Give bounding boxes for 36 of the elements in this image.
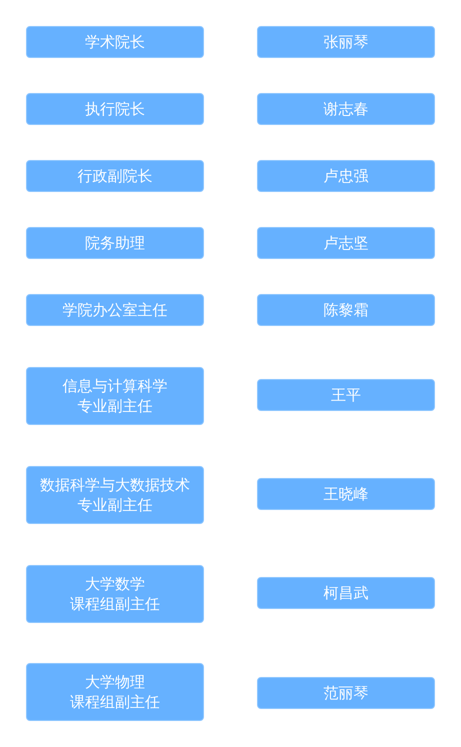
person-name: 卢志坚 [324,233,368,253]
person-name: 范丽琴 [324,683,368,703]
position-card [26,565,204,623]
position-card [26,160,204,192]
person-name: 王平 [331,385,361,405]
person-name: 陈黎霜 [324,300,368,320]
person-name: 王晓峰 [324,484,368,504]
position-title: 学院办公室主任 [62,300,168,320]
position-title: 数据科学与大数据技术专业副主任 [40,475,190,515]
person-name: 谢志春 [324,99,368,119]
position-title: 大学数学课程组副主任 [70,574,160,614]
position-card [26,663,204,721]
person-card [257,160,435,192]
person-card [257,577,435,609]
position-card [26,294,204,326]
person-card [257,227,435,259]
position-card [26,367,204,425]
position-title: 执行院长 [85,99,145,119]
position-title: 行政副院长 [78,166,152,186]
person-name: 张丽琴 [324,32,368,52]
person-name: 卢忠强 [324,166,368,186]
position-title: 学术院长 [85,32,145,52]
position-title: 大学物理课程组副主任 [70,672,160,712]
person-card [257,26,435,58]
position-card [26,93,204,125]
person-name: 柯昌武 [324,583,368,603]
position-card [26,26,204,58]
person-card [257,478,435,510]
person-card [257,93,435,125]
person-card [257,294,435,326]
person-card [257,379,435,411]
position-card [26,466,204,524]
person-card [257,677,435,709]
position-title: 院务助理 [85,233,145,253]
position-card [26,227,204,259]
position-title: 信息与计算科学专业副主任 [62,376,168,416]
